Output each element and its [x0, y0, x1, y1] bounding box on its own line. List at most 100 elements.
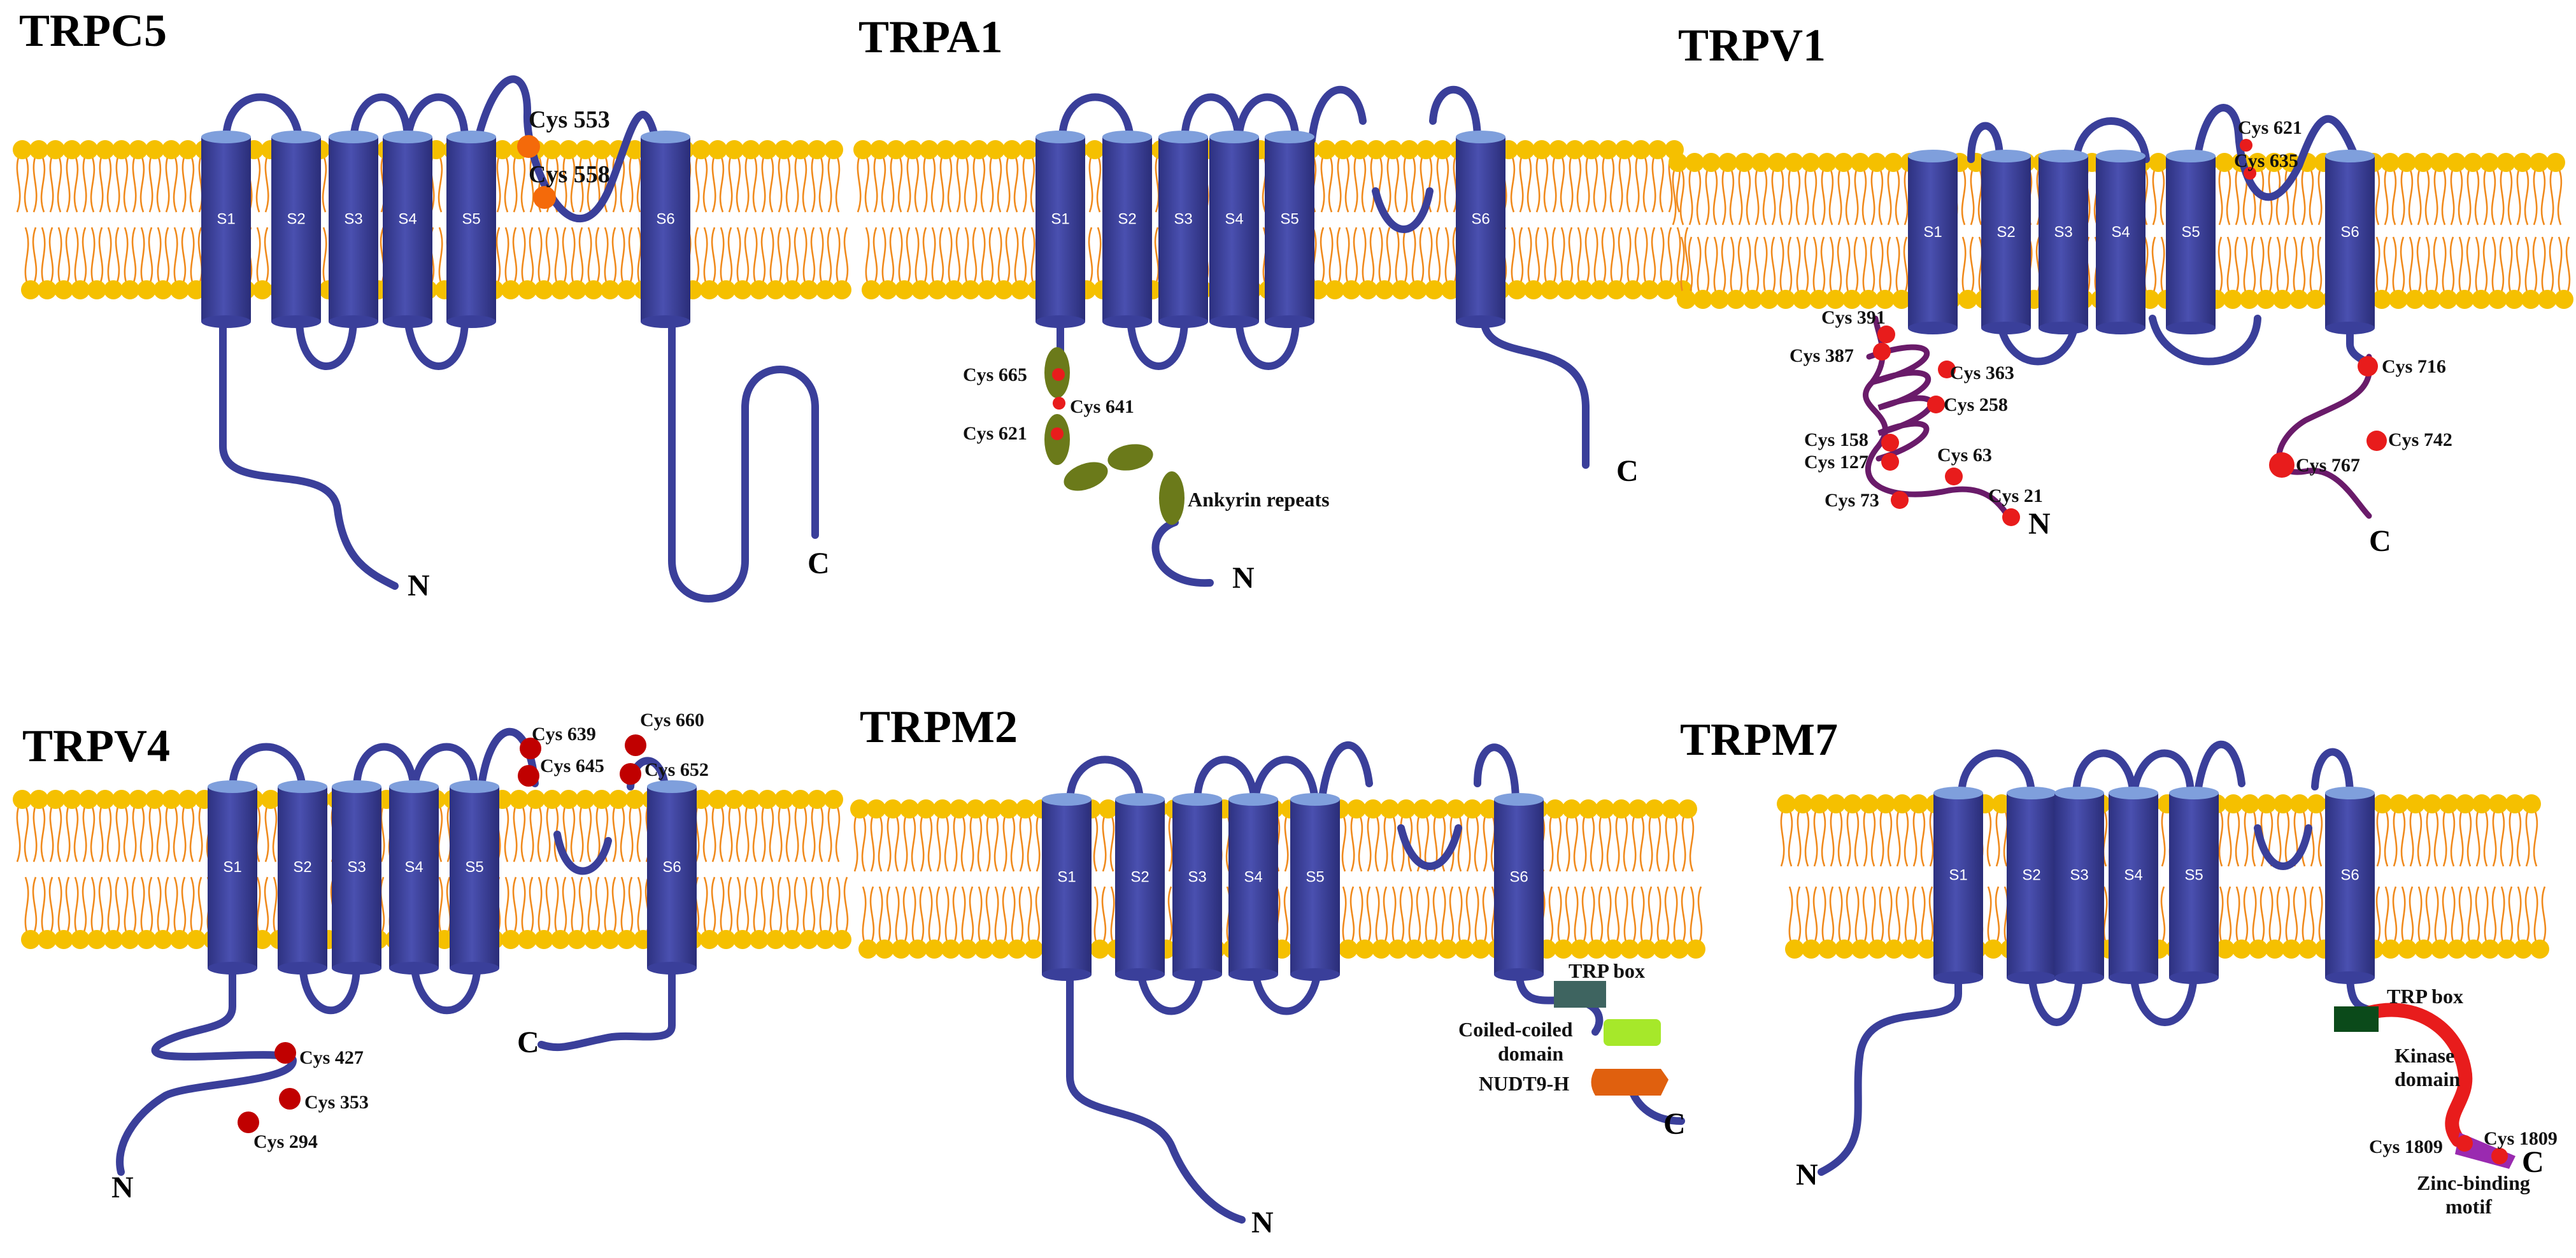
transmembrane-helix-s4: S4: [383, 131, 432, 328]
transmembrane-helix-s3: S3: [2039, 150, 2088, 334]
panel-title-trpm2: TRPM2: [860, 701, 1018, 752]
cys-label: Cys 127: [1804, 452, 1868, 473]
transmembrane-helix-s1: S1: [1042, 793, 1092, 981]
kinase-label-2: domain: [2395, 1068, 2460, 1090]
panel-trpv1: TRPV1 Cys 621 Cys 635 Cys 391 Cys 387 Cy…: [1678, 20, 2452, 558]
trp-box-label: TRP box: [1569, 959, 1645, 982]
kinase-label: Kinase: [2395, 1044, 2454, 1067]
trpv1-extracellular-loops: [1967, 104, 2360, 201]
cysteine-marker: [1053, 397, 1065, 410]
segment-label: S6: [662, 859, 681, 876]
transmembrane-helix-s3: S3: [1172, 793, 1222, 981]
transmembrane-helix-s6: S6: [641, 131, 690, 328]
trpv4-cysteines: [238, 734, 646, 1133]
coiled-coil-domain: [1604, 1019, 1661, 1046]
trpm2-n-chain: [1066, 964, 1322, 1224]
transmembrane-helix-s5: S5: [450, 780, 499, 975]
segment-label: S4: [2111, 224, 2130, 241]
transmembrane-helix-s4: S4: [2096, 150, 2145, 334]
nudt9-domain: [1591, 1069, 1669, 1096]
cys-label: Cys 1809: [2484, 1128, 2558, 1149]
cys-label: Cys 645: [540, 755, 604, 776]
segment-label: S2: [287, 210, 305, 227]
transmembrane-helix-s6: S6: [2325, 150, 2375, 334]
cysteine-marker: [2491, 1148, 2508, 1164]
trpc5-n-chain: [219, 315, 469, 590]
segment-label: S2: [1130, 868, 1149, 885]
trpv4-intracellular-loops: [299, 961, 481, 1015]
cys-label: Cys 635: [2234, 150, 2298, 171]
cys-label: Cys 391: [1821, 307, 1886, 328]
trp-box-label: TRP box: [2387, 985, 2463, 1008]
transmembrane-helix-s4: S4: [1209, 131, 1259, 328]
trpc5-extracellular-loops: [222, 75, 660, 223]
trpv1-ankyrin-helix: [1866, 344, 1934, 462]
nudt9-label: NUDT9-H: [1479, 1072, 1569, 1095]
cysteine-marker: [2456, 1135, 2473, 1152]
cys-label: Cys 158: [1804, 429, 1868, 450]
segment-label: S1: [1057, 868, 1076, 885]
cys-label: Cys 427: [299, 1047, 364, 1068]
n-terminus-label: N: [1232, 561, 1255, 595]
transmembrane-helix-s4: S4: [2109, 787, 2158, 984]
panel-trpm7: TRPM7 TRP box Kinase domain Cys 1809 Cys…: [1680, 714, 2558, 1218]
transmembrane-helix-s2: S2: [1981, 150, 2031, 334]
cys-label: Cys 652: [644, 759, 709, 780]
segment-label: S1: [1949, 866, 1967, 883]
cysteine-marker: [533, 186, 556, 209]
segment-label: S3: [1174, 210, 1192, 227]
trpm2-pore-loop: [1397, 824, 1462, 870]
segment-label: S5: [1280, 210, 1299, 227]
segment-label: S2: [2022, 866, 2040, 883]
cys-label: Cys 665: [963, 364, 1027, 385]
cys-label: Cys 621: [963, 423, 1027, 444]
n-terminus-label: N: [1796, 1158, 1818, 1192]
transmembrane-helix-s2: S2: [1102, 131, 1152, 328]
trpm7-extracellular-loops: [1958, 740, 2354, 800]
transmembrane-helix-s6: S6: [1456, 131, 1505, 328]
c-terminus-label: C: [808, 547, 830, 580]
trpv4-pore-loop: [553, 831, 612, 875]
cys-label: Cys 21: [1988, 485, 2043, 506]
segment-label: S6: [2340, 866, 2359, 883]
transmembrane-helix-s6: S6: [2325, 787, 2375, 984]
cys-label: Cys 1809: [2369, 1136, 2443, 1157]
transmembrane-helix-s3: S3: [1158, 131, 1208, 328]
panel-title-trpc5: TRPC5: [19, 5, 167, 56]
segment-label: S6: [1509, 868, 1528, 885]
c-terminus-label: C: [2369, 524, 2391, 558]
cys-label: Cys 639: [532, 724, 596, 745]
segment-label: S3: [347, 859, 366, 876]
c-terminus-label: C: [1616, 454, 1639, 488]
transmembrane-helix-s2: S2: [278, 780, 327, 975]
transmembrane-helix-s1: S1: [201, 131, 251, 328]
segment-label: S4: [1225, 210, 1243, 227]
trpa1-pore-loop: [1372, 187, 1434, 233]
transmembrane-helix-s1: S1: [1035, 131, 1085, 328]
segment-label: S1: [217, 210, 235, 227]
cysteine-marker: [517, 135, 540, 158]
segment-label: S2: [1118, 210, 1136, 227]
trpm7-intracellular-loops: [2028, 971, 2198, 1026]
segment-label: S3: [2070, 866, 2088, 883]
trpv4-c-chain: [537, 961, 676, 1052]
trp-box: [2334, 1006, 2379, 1032]
coiled-coil-label-2: domain: [1498, 1042, 1563, 1065]
panel-title-trpa1: TRPA1: [858, 11, 1003, 62]
segment-label: S5: [462, 210, 480, 227]
cys-label: Cys 73: [1825, 490, 1879, 511]
segment-label: S1: [1923, 224, 1942, 241]
ankyrin-repeat: [1064, 462, 1108, 491]
cys-label: Cys 387: [1790, 345, 1854, 366]
cys-label: Cys 63: [1937, 445, 1992, 466]
transmembrane-helix-s1: S1: [208, 780, 257, 975]
panel-trpv4: TRPV4 Cys 639 Cys 645 Cys 660 Cys 652 Cy…: [22, 710, 709, 1204]
n-terminus-label: N: [2028, 507, 2051, 541]
n-terminus-label: N: [111, 1171, 134, 1204]
segment-label: S3: [1188, 868, 1206, 885]
transmembrane-helix-s4: S4: [1228, 793, 1278, 981]
cys-label: Cys 742: [2388, 429, 2452, 450]
trp-box: [1554, 981, 1606, 1008]
